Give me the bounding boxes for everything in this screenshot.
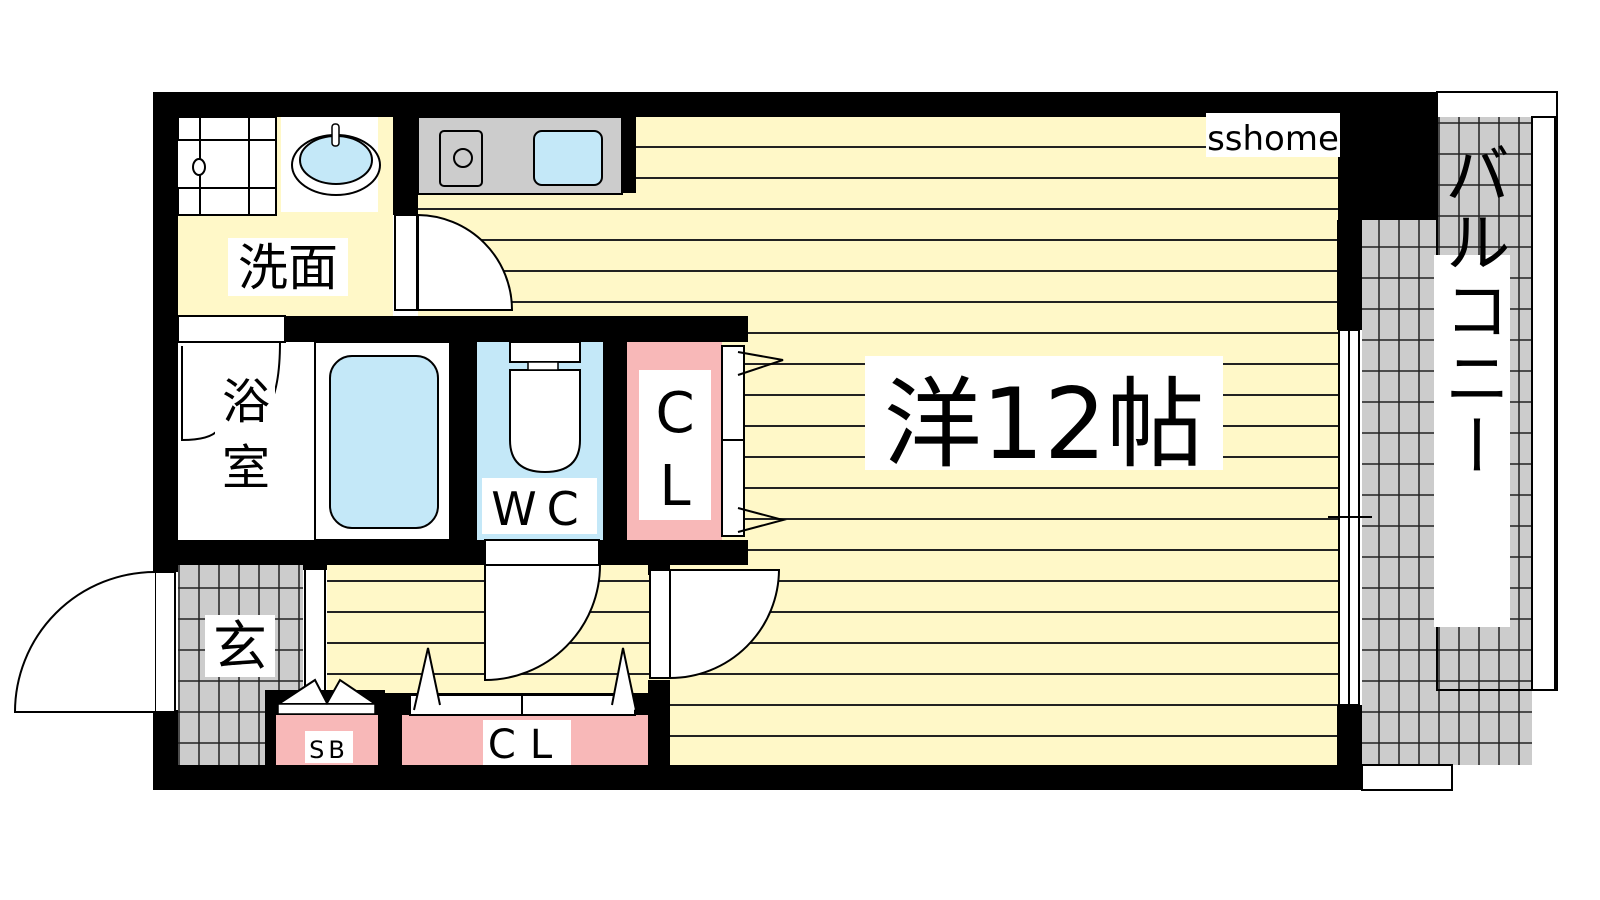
bathtub (329, 355, 439, 529)
bathroom-label: 浴室 (222, 374, 270, 496)
washroom-door[interactable] (394, 213, 514, 311)
entrance-door[interactable] (13, 571, 176, 713)
bathroom-label-line2: 室 (222, 440, 270, 496)
stove-burner-icon (453, 148, 473, 168)
toilet-label: WC (491, 482, 589, 536)
sink (281, 117, 381, 212)
watermark: sshome (1207, 119, 1339, 159)
kitchen-sink (533, 130, 603, 186)
entrance-label: 玄 (213, 615, 267, 678)
shoe-box-label: SB (309, 736, 349, 764)
washroom-label: 洗面 (238, 239, 338, 297)
closet-folding-door (721, 345, 787, 537)
toilet-door[interactable] (484, 564, 602, 682)
kitchen-counter (417, 116, 623, 195)
toilet-icon (509, 341, 581, 474)
western-room-label: 洋12帖 (884, 368, 1205, 482)
room-door[interactable] (649, 569, 781, 680)
balcony-label: バルコニー (1434, 140, 1511, 480)
closet-hall-label: CL (488, 722, 566, 768)
washing-machine-pan (177, 116, 277, 216)
walls (153, 92, 1438, 790)
closet-main-label-c: C (655, 381, 694, 446)
balcony-window (1328, 329, 1372, 706)
closet-main-label-l: L (659, 454, 690, 519)
